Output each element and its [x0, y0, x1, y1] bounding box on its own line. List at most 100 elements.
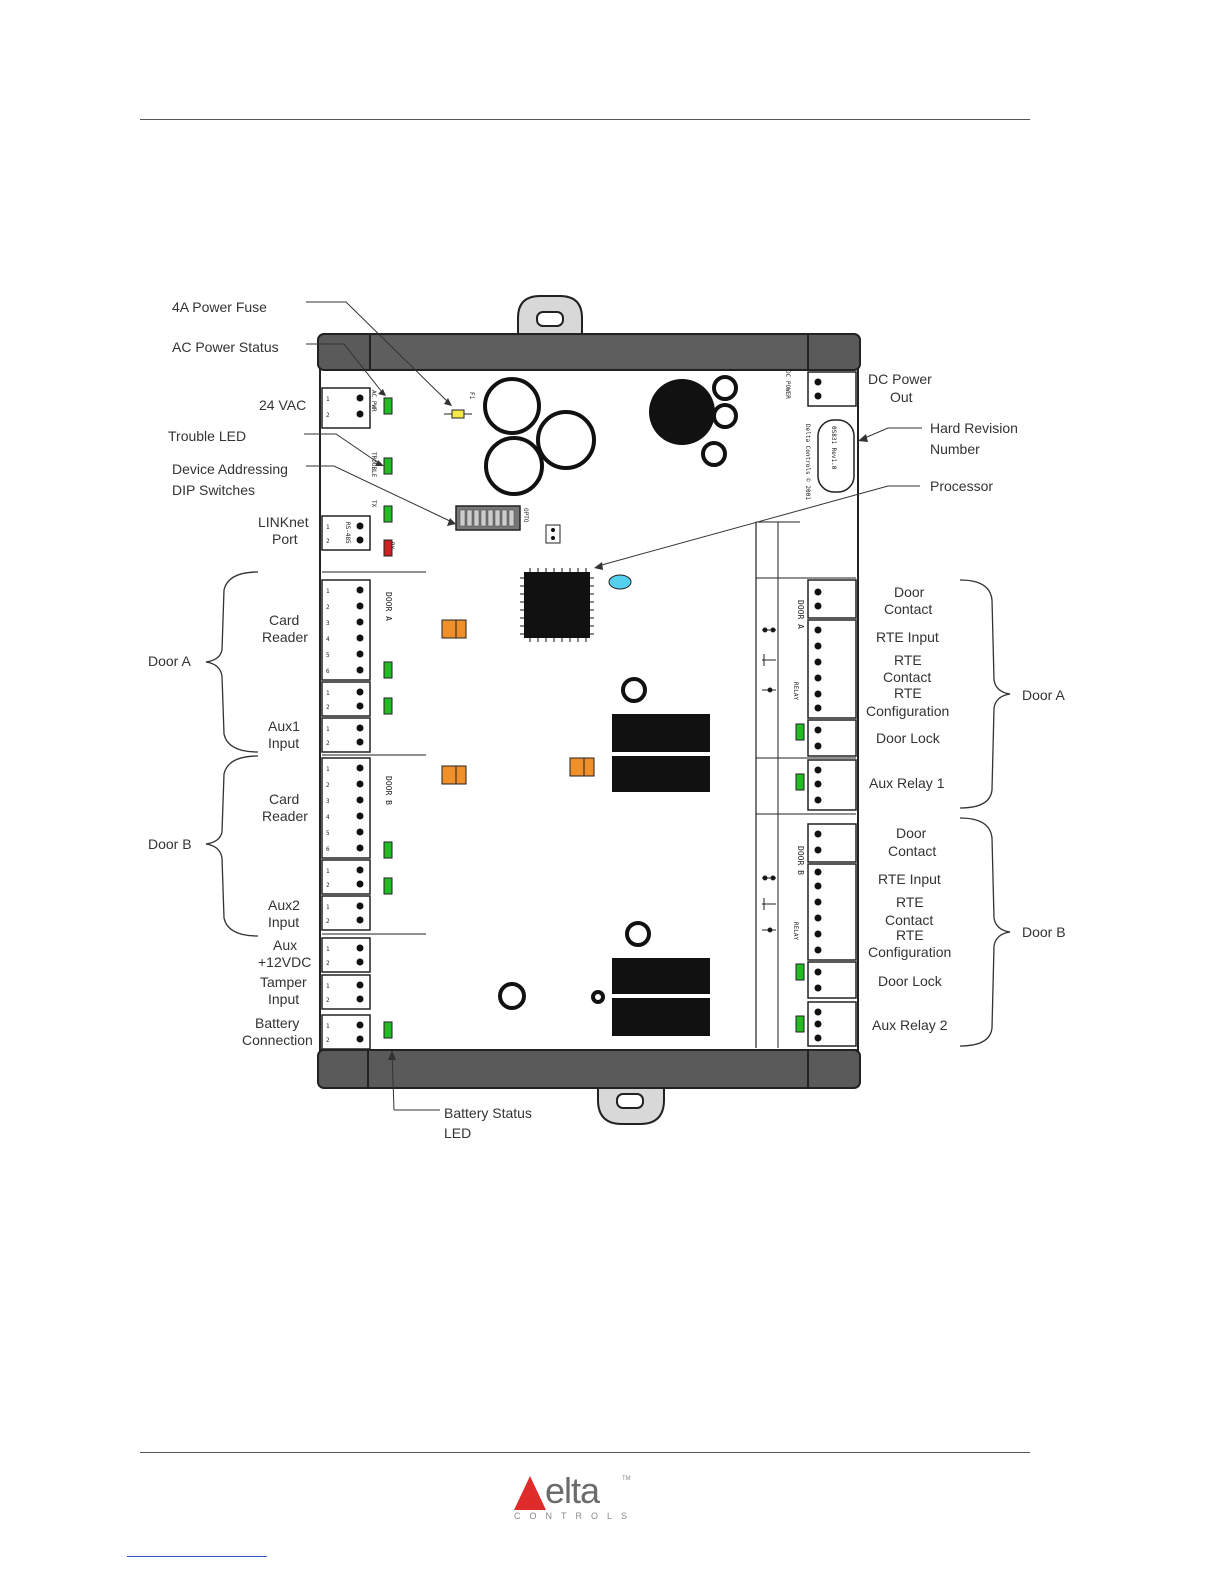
board-door-b: DOOR B — [384, 776, 393, 805]
dna-jumper — [545, 524, 561, 544]
board-silkscreen-text: 1 — [326, 524, 330, 531]
revision-oval — [817, 419, 855, 493]
label-aux1-2: Input — [268, 735, 299, 751]
delta-logo-triangle-icon — [514, 1476, 546, 1510]
label-aux2-1: Aux2 — [268, 897, 300, 913]
board-silkscreen-text: 3 — [326, 798, 330, 805]
board-tx: TX — [370, 500, 377, 508]
label-door-b-right: Door B — [1022, 924, 1066, 940]
label-processor: Processor — [930, 478, 993, 494]
label-battery-1: Battery — [255, 1015, 299, 1031]
board-trouble: TROUBLE — [370, 452, 377, 478]
label-door-a-right: Door A — [1022, 687, 1065, 703]
board-silkscreen-text: 2 — [326, 882, 330, 889]
board-silkscreen-text: 6 — [326, 846, 330, 853]
right-terminal-screws — [814, 378, 822, 1042]
processor-chip — [520, 568, 594, 642]
board-silkscreen-text: 1 — [326, 766, 330, 773]
label-door-lock-b: Door Lock — [878, 973, 943, 989]
label-aux12-2: +12VDC — [258, 954, 311, 970]
label-aux-relay-1: Aux Relay 1 — [869, 775, 945, 791]
board-silkscreen-text: Delta Controls © 2001 — [804, 424, 811, 500]
board-silkscreen-text: 2 — [326, 918, 330, 925]
board-silkscreen-text: 2 — [326, 412, 330, 419]
board-silkscreen-text: 1 — [326, 588, 330, 595]
board-silkscreen-text: 1 — [326, 868, 330, 875]
label-fuse: 4A Power Fuse — [172, 299, 267, 315]
label-card-b-2: Reader — [262, 808, 308, 824]
left-leds — [383, 397, 393, 1039]
label-rte-contact-a-1: RTE — [894, 652, 922, 668]
board-ac-pwr: AC PWR — [370, 390, 377, 412]
label-door-b-left: Door B — [148, 836, 192, 852]
leader-lines — [304, 301, 922, 1111]
label-tamper-2: Input — [268, 991, 299, 1007]
label-hard-rev-1: Hard Revision — [930, 420, 1018, 436]
label-ac-status: AC Power Status — [172, 339, 279, 355]
label-card-a-2: Reader — [262, 629, 308, 645]
label-dip-1: Device Addressing — [172, 461, 288, 477]
board-silkscreen-text: OPTO — [522, 508, 529, 523]
label-aux1-1: Aux1 — [268, 718, 300, 734]
orange-parts — [441, 619, 595, 785]
logo-word: elta — [545, 1470, 600, 1511]
arrowheads — [375, 389, 868, 1060]
board-silkscreen-text: 1 — [326, 946, 330, 953]
footer-link-underline — [127, 1556, 267, 1557]
board-silkscreen-text: 2 — [326, 782, 330, 789]
label-battery-led-1: Battery Status — [444, 1105, 532, 1121]
board-silkscreen-text: 1 — [326, 983, 330, 990]
board-silkscreen-text: 0S831 Rev1.0 — [830, 426, 837, 470]
board-silkscreen-text: 1 — [326, 396, 330, 403]
board-silkscreen-text: 6 — [326, 668, 330, 675]
board-silkscreen-text: 3 — [326, 620, 330, 627]
board-silkscreen-text: RELAY — [792, 922, 799, 940]
board-silkscreen-text: 2 — [326, 704, 330, 711]
label-door-lock-a: Door Lock — [876, 730, 941, 746]
board-rs485: RS-485 — [344, 522, 351, 544]
label-door-contact-b-1: Door — [896, 825, 927, 841]
label-dip-2: DIP Switches — [172, 482, 255, 498]
label-dc-power-2: Out — [890, 389, 913, 405]
label-battery-2: Connection — [242, 1032, 313, 1048]
header-rule — [140, 119, 1030, 120]
board-silkscreen-text: 4 — [326, 814, 330, 821]
label-card-b-1: Card — [269, 791, 299, 807]
label-tamper-1: Tamper — [260, 974, 307, 990]
relays — [612, 714, 710, 1036]
label-linknet-1: LINKnet — [258, 514, 309, 530]
label-door-a-left: Door A — [148, 653, 191, 669]
label-door-contact-b-2: Contact — [888, 843, 936, 859]
label-linknet-2: Port — [272, 531, 298, 547]
logo-sub: CONTROLS — [514, 1511, 637, 1521]
label-rte-config-a-1: RTE — [894, 685, 922, 701]
label-rte-config-a-2: Configuration — [866, 703, 949, 719]
board-silkscreen-text: 2 — [326, 740, 330, 747]
label-aux12-1: Aux — [273, 937, 297, 953]
label-rte-input-b: RTE Input — [878, 871, 941, 887]
label-trouble-led: Trouble LED — [168, 428, 246, 444]
label-door-contact-a-1: Door — [894, 584, 925, 600]
board-silkscreen-text: 1 — [326, 690, 330, 697]
capacitors — [483, 375, 738, 1010]
board-silkscreen-text: DOOR A — [796, 600, 805, 629]
board-silkscreen-text: 4 — [326, 636, 330, 643]
board-silkscreen-text: 1 — [326, 726, 330, 733]
left-terminal-screws — [356, 394, 364, 1043]
label-rte-input-a: RTE Input — [876, 629, 939, 645]
wiring-symbols — [762, 627, 776, 933]
callouts-left: 4A Power Fuse AC Power Status 24 VAC Tro… — [148, 299, 532, 1141]
board-silkscreen-text: DC POWER — [784, 370, 791, 399]
label-door-contact-a-2: Contact — [884, 601, 932, 617]
label-hard-rev-2: Number — [930, 441, 980, 457]
left-terminals — [321, 387, 371, 1050]
board-silkscreen-text: 5 — [326, 830, 330, 837]
footer-rule — [140, 1452, 1030, 1453]
board-silkscreen-text: RELAY — [792, 682, 799, 700]
label-24vac: 24 VAC — [259, 397, 306, 413]
board-silkscreen-text: 2 — [326, 997, 330, 1004]
label-battery-led-2: LED — [444, 1125, 471, 1141]
left-pin-numbers: 12 12 123 456 12 12 123 456 12 12 12 12 … — [326, 396, 330, 1044]
fuse — [451, 409, 465, 419]
